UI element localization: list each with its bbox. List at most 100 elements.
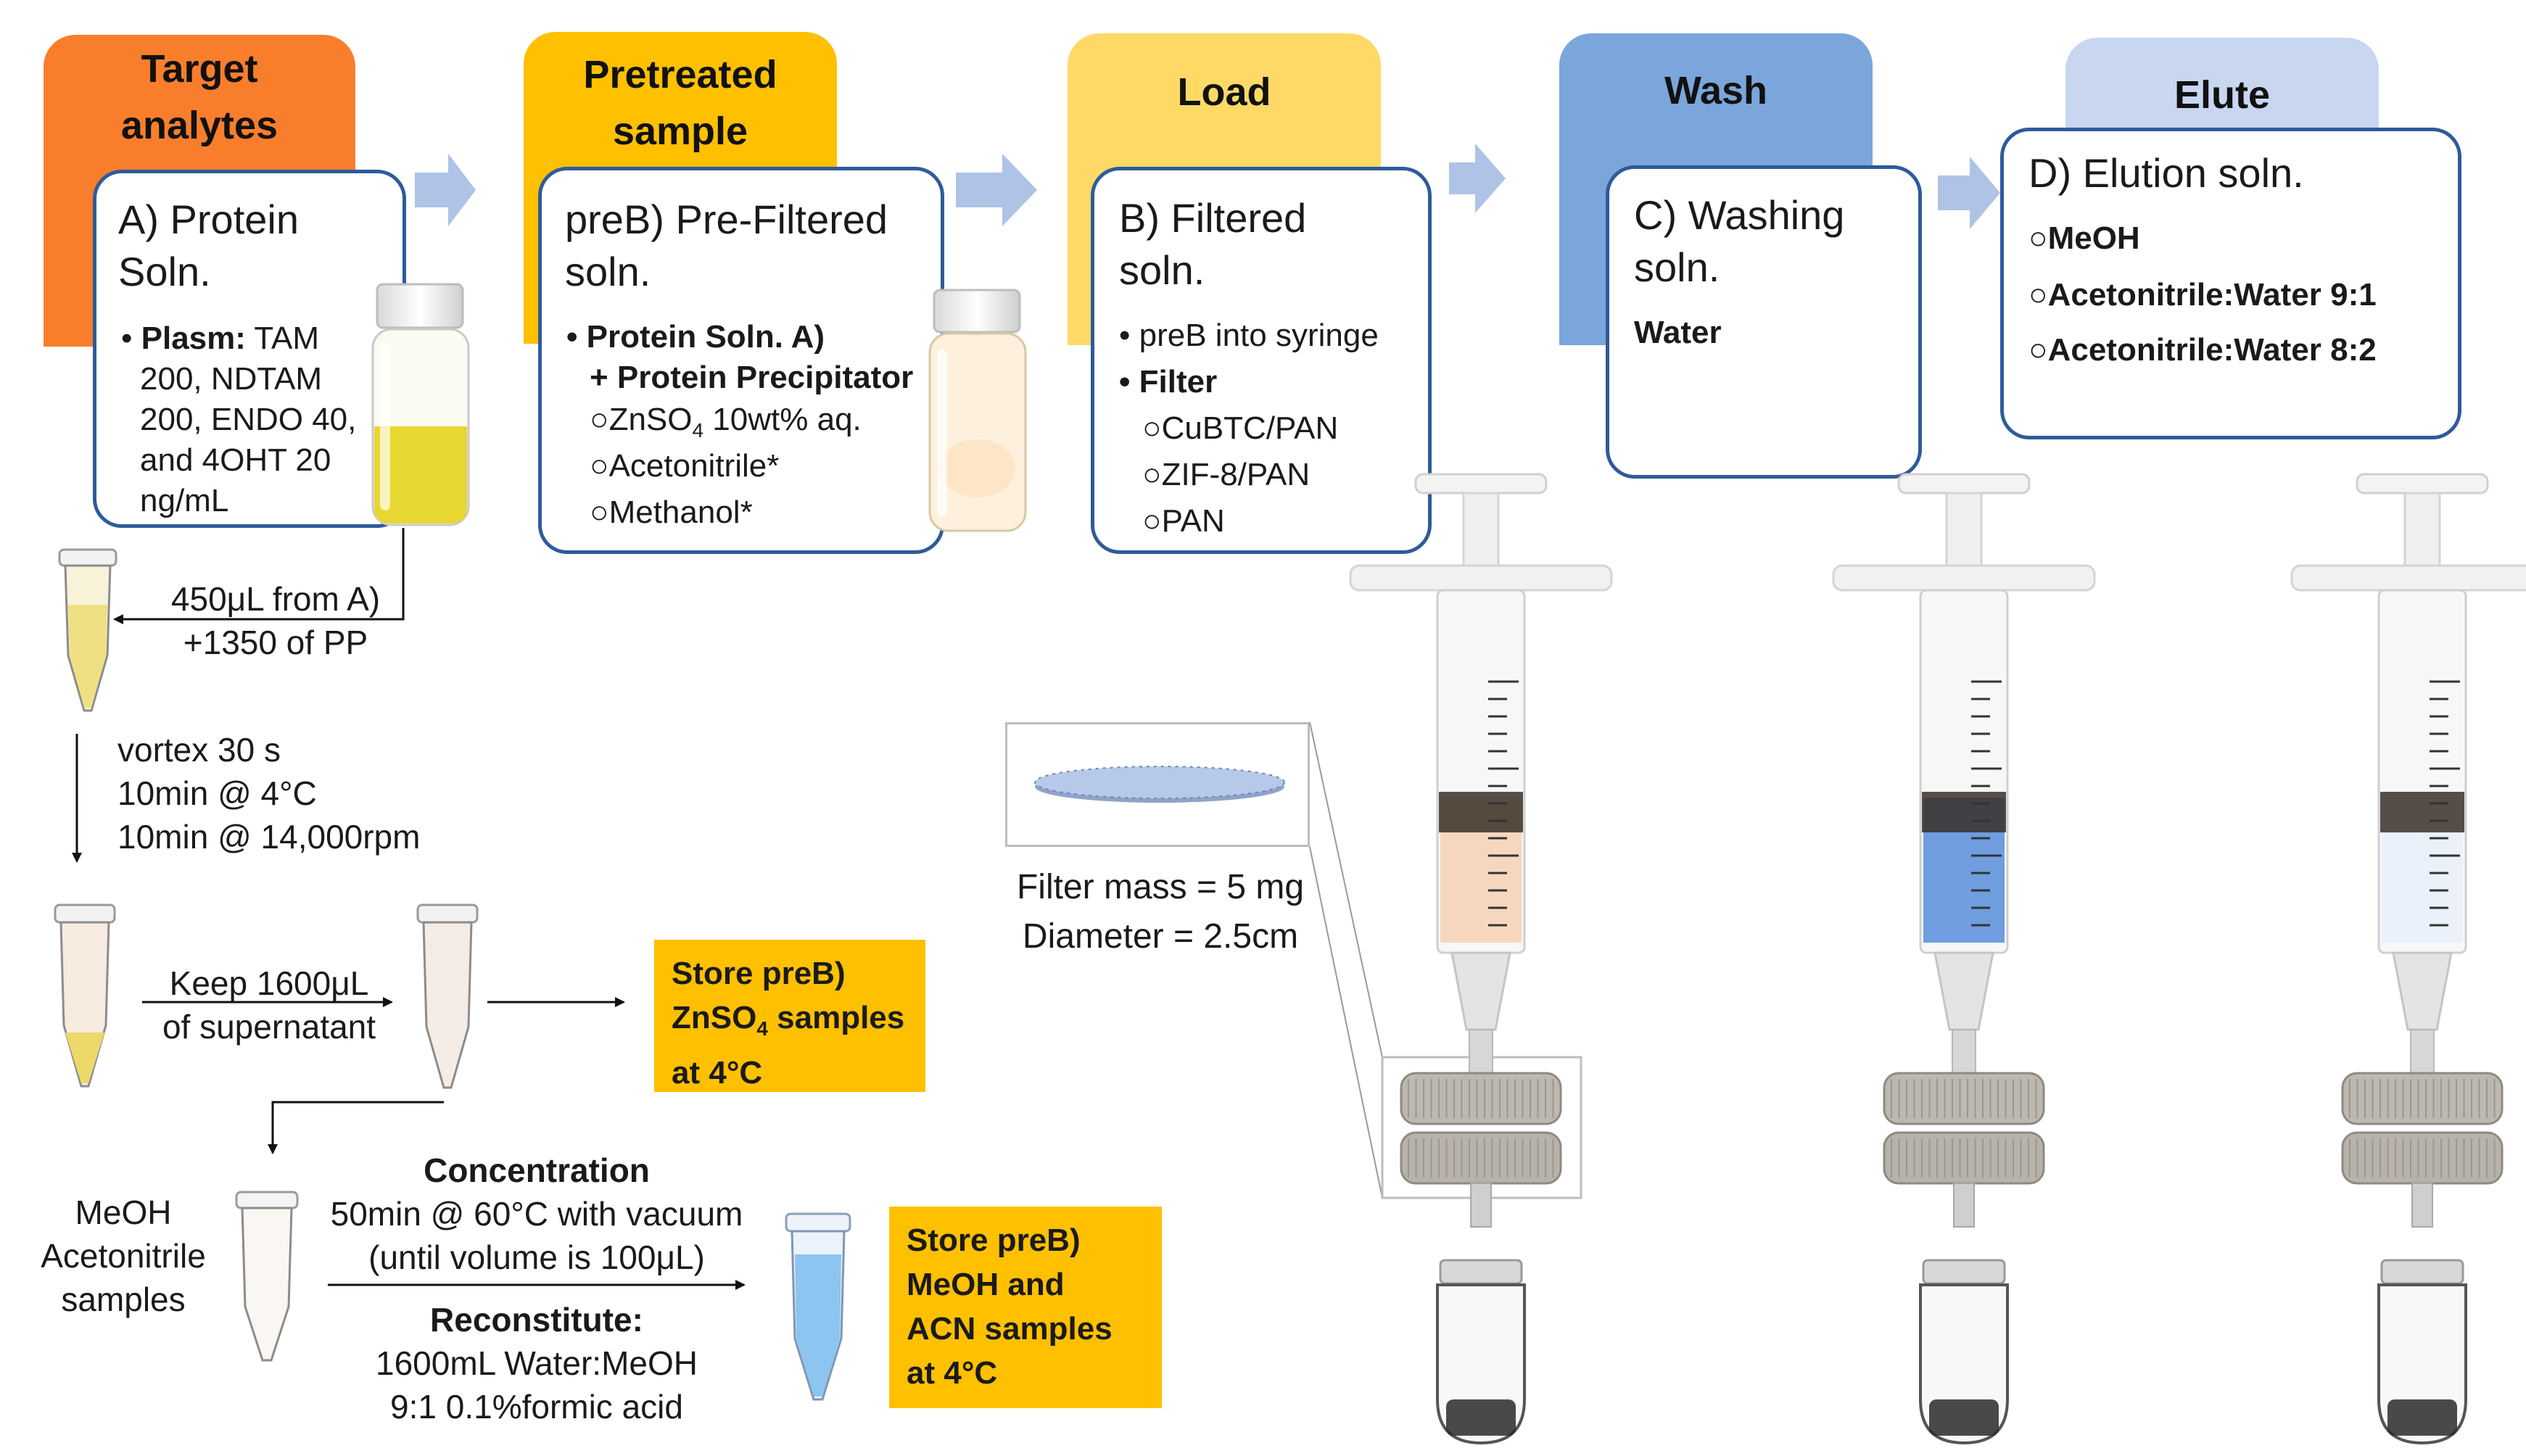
option-text: ○Acetonitrile:Water 8:2 (2028, 332, 2377, 368)
option-subscript: 4 (692, 418, 704, 442)
stage-tab-label: Pretreated (583, 53, 777, 96)
vortex-label: 10min @ 14,000rpm (117, 818, 421, 856)
transfer-label: 450μL from A) (170, 580, 381, 618)
store-text: Store preB) (672, 956, 846, 991)
card-title: A) Protein (118, 197, 299, 242)
plunger-head (1897, 473, 2031, 495)
bullet-icon: • (566, 319, 578, 355)
transfer-arrow (113, 528, 405, 624)
syringe-tip (1933, 951, 1994, 1031)
bullet-text: preB into syringe (1139, 318, 1379, 353)
plunger-seal (2380, 792, 2464, 832)
filter-holder-top (2341, 1072, 2504, 1125)
plunger-seal (1439, 792, 1523, 832)
plunger-seal (1922, 792, 2006, 832)
store-text: at 4°C (907, 1355, 998, 1391)
syringe-flange (1349, 564, 1613, 592)
vial-cap (1922, 1259, 2006, 1285)
card-title: D) Elution soln. (2028, 150, 2304, 196)
store-text: at 4°C (672, 1054, 763, 1091)
option-text: 10wt% aq. (703, 402, 862, 437)
stage-tab-label: analytes (120, 104, 278, 147)
syringe-assembly (1349, 473, 1613, 1445)
option-text: ○CuBTC/PAN (1142, 410, 1339, 446)
bullet-text: ng/mL (140, 483, 229, 518)
concentration-title: Concentration (424, 1151, 650, 1189)
bullet-text: + Protein Precipitator (590, 360, 914, 395)
arrow-right-icon (415, 154, 476, 226)
bullet-icon: • (1119, 364, 1131, 400)
filter-holder-top (1883, 1072, 2045, 1125)
stage-tab-label: Load (1177, 70, 1271, 114)
option-text: ○Acetonitrile* (590, 448, 780, 484)
card-title: soln. (1119, 247, 1205, 293)
keep-label: Keep 1600μL (169, 964, 369, 1002)
card-title: Soln. (118, 249, 211, 294)
filter-disc (1034, 766, 1285, 803)
bullet-label: Plasm: (141, 320, 246, 356)
option-text: ○ZIF-8/PAN (1142, 457, 1311, 492)
outlet-tube (1953, 1183, 1975, 1228)
store-text: Store preB) (907, 1223, 1081, 1258)
store-subscript: 4 (756, 1017, 768, 1040)
filter-holder-bottom (1883, 1131, 2045, 1185)
store-text: samples (767, 1000, 905, 1035)
vial-base (2387, 1399, 2457, 1436)
bullet-text: and 4OHT 20 (140, 442, 331, 478)
bullet-text: 200, NDTAM (140, 361, 323, 397)
filter-inset (1005, 722, 1310, 847)
card-filtered-solution: B) Filtered soln. • preB into syringe • … (1091, 167, 1432, 554)
wash-value: Water (1634, 315, 1722, 350)
luer-connector (1469, 1029, 1493, 1074)
bullet-text: TAM (245, 320, 319, 356)
reconstitute-title: Reconstitute: (430, 1301, 643, 1339)
vial-cap (2380, 1259, 2464, 1285)
plunger-head (2356, 473, 2489, 495)
store-text: MeOH and (907, 1267, 1065, 1302)
vial-base (1929, 1399, 1999, 1436)
syringe-tip (1450, 951, 1511, 1031)
store-text: ZnSO (672, 1000, 757, 1035)
tube-icon (235, 1191, 299, 1362)
stage-tab-label: Elute (2174, 73, 2271, 117)
stage-tab-label: Wash (1664, 69, 1767, 112)
filter-holder-bottom (1400, 1131, 1562, 1185)
card-title: C) Washing (1634, 192, 1845, 238)
down-arrow (268, 1101, 444, 1154)
vortex-label: vortex 30 s (117, 731, 281, 769)
reconstitute-text: 1600mL Water:MeOH (376, 1344, 698, 1382)
arrow-right-icon (956, 154, 1037, 226)
pre-filtered-vial (928, 289, 1027, 532)
bullet-icon: • (1119, 318, 1131, 353)
syringe-assembly (1832, 473, 2096, 1445)
card-pre-filtered-solution: preB) Pre-Filtered soln. • Protein Soln.… (538, 167, 944, 554)
option-text: ○MeOH (2028, 220, 2140, 256)
option-text: ○Acetonitrile:Water 9:1 (2028, 277, 2377, 313)
tube-icon (785, 1212, 851, 1401)
vial-cap (1439, 1259, 1523, 1285)
filter-holder-top (1400, 1072, 1562, 1125)
bullet-text: 200, ENDO 40, (140, 402, 357, 437)
card-title: soln. (1634, 244, 1720, 290)
luer-connector (1952, 1029, 1976, 1074)
syringe-tip (2392, 951, 2453, 1031)
reconstitute-text: 9:1 0.1%formic acid (390, 1388, 683, 1426)
tube-icon (416, 903, 479, 1089)
luer-connector (2410, 1029, 2435, 1074)
samples-label: samples (61, 1281, 186, 1318)
outlet-tube (2411, 1183, 2433, 1228)
bullet-text: Filter (1139, 364, 1218, 400)
filter-diameter: Diameter = 2.5cm (1022, 917, 1299, 956)
concentration-text: 50min @ 60°C with vacuum (330, 1195, 743, 1233)
option-text: ○PAN (1142, 503, 1225, 539)
card-elution-solution: D) Elution soln. ○MeOH ○Acetonitrile:Wat… (2000, 128, 2461, 439)
store-meoh-acn-box: Store preB) MeOH and ACN samples at 4°C (889, 1207, 1162, 1408)
bullet-text: Protein Soln. A) (586, 319, 825, 355)
card-title: preB) Pre-Filtered (565, 197, 888, 242)
plunger-head (1414, 473, 1548, 495)
concentration-text: (until volume is 100μL) (368, 1238, 705, 1276)
